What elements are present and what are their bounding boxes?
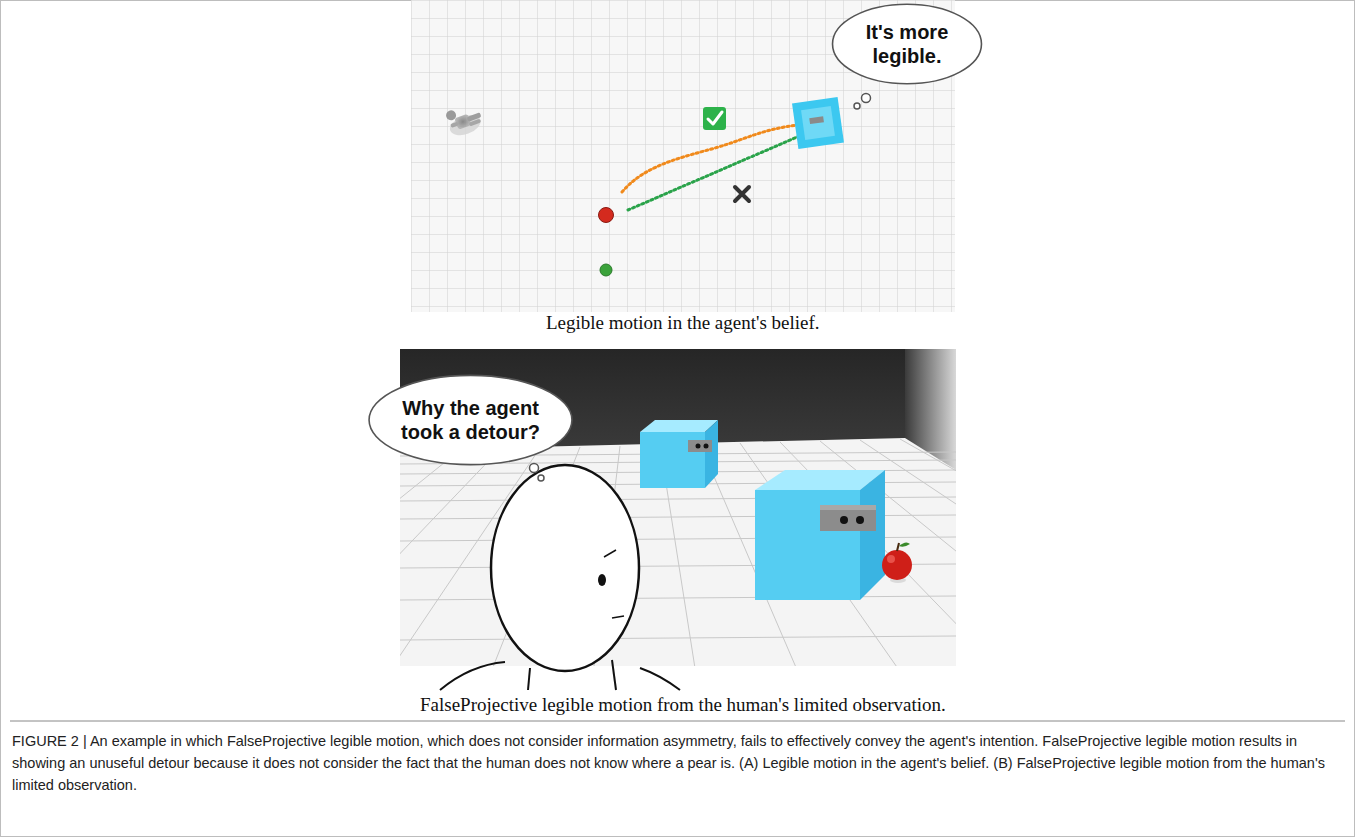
bubble-text: It's more legible.	[852, 20, 962, 68]
art-path	[897, 543, 899, 551]
speech-bubble: It's more legible.	[831, 3, 983, 85]
art-rect	[801, 106, 835, 140]
art-path	[612, 616, 624, 618]
check-mark	[703, 107, 726, 130]
bubble-ellipse	[369, 375, 572, 464]
red-goal	[599, 208, 614, 223]
green-goal	[600, 264, 612, 276]
bubble-outline	[831, 3, 983, 85]
art-line	[400, 450, 460, 666]
cross-mark	[735, 187, 749, 201]
art-path	[612, 660, 616, 690]
far-cube	[640, 420, 718, 488]
art-polygon	[640, 420, 718, 432]
art-rect	[688, 440, 712, 452]
art-path	[528, 668, 530, 690]
art-path	[899, 542, 910, 546]
art-rect	[820, 505, 876, 510]
near-cube	[755, 470, 885, 600]
figure-caption: FIGURE 2 | An example in which FalseProj…	[12, 731, 1340, 796]
caption-rule	[10, 721, 1345, 722]
art-circle	[856, 516, 864, 524]
bubble-tail	[530, 464, 539, 473]
art-circle	[840, 516, 848, 524]
art-line	[400, 636, 956, 640]
art-circle	[704, 444, 709, 449]
human-figure	[444, 101, 486, 139]
art-rect	[792, 97, 844, 149]
art-rect	[454, 114, 471, 130]
art-line	[740, 443, 920, 666]
art-rect	[450, 121, 459, 127]
bubble-text: Why the agent took a detour?	[396, 396, 546, 444]
bubble-tail	[854, 103, 860, 109]
art-ellipse	[598, 574, 606, 586]
art-circle	[882, 550, 912, 580]
panel-caption: FalseProjective legible motion from the …	[420, 694, 946, 716]
art-rect	[809, 116, 824, 124]
art-polygon	[860, 470, 885, 600]
bubble-tail	[538, 475, 544, 481]
legible-path	[622, 124, 816, 192]
art-polygon	[705, 420, 718, 488]
human-head	[440, 465, 680, 690]
art-line	[400, 596, 956, 600]
agent-cube	[792, 97, 844, 149]
art-rect	[820, 505, 876, 531]
speech-bubble: Why the agent took a detour?	[367, 374, 574, 466]
art-circle	[887, 555, 895, 563]
art-path	[440, 662, 505, 690]
scene-3d	[400, 349, 956, 666]
art-rect	[469, 119, 482, 127]
apple	[882, 542, 912, 583]
bubble-outline	[367, 374, 574, 466]
art-rect	[703, 107, 726, 130]
panel-caption: Legible motion in the agent's belief.	[546, 312, 820, 334]
art-ellipse	[491, 465, 639, 671]
direct-path	[628, 128, 818, 210]
art-circle	[696, 444, 701, 449]
bubble-tail	[862, 94, 871, 103]
art-path	[604, 550, 616, 557]
art-path	[640, 668, 680, 690]
bubble-ellipse	[833, 4, 982, 84]
art-line	[900, 439, 956, 666]
art-path	[708, 112, 722, 124]
